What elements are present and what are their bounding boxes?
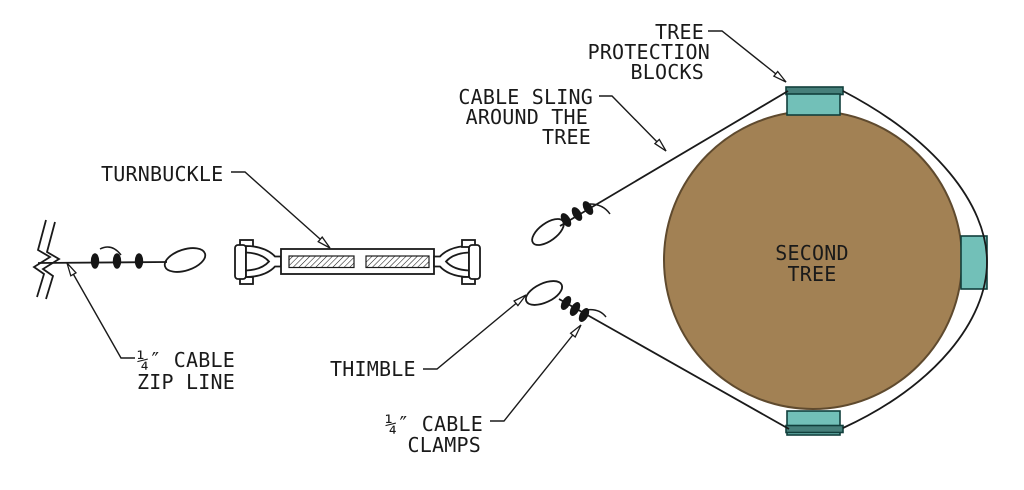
label-cable-clamps-line-1: ¼″ CABLE — [385, 412, 483, 436]
label-cable-sling-line-1: CABLE SLING — [458, 85, 593, 109]
cable-break-symbol-2 — [41, 221, 61, 300]
label-cable-sling-line-2: AROUND THE — [466, 105, 588, 129]
label-tree-protection-blocks-line-3: BLOCKS — [631, 60, 704, 84]
zip-line-clamp-2 — [112, 253, 122, 269]
label-second-tree-line-2: TREE — [788, 262, 837, 286]
cable-break-symbol-1 — [32, 219, 52, 298]
arrowhead-thimble — [513, 294, 527, 307]
lower-thimble-loop — [524, 280, 564, 306]
cable-sling-group — [558, 90, 988, 430]
protection-block-top — [786, 93, 841, 116]
zip-line-clamp-3 — [134, 253, 144, 269]
label-turnbuckle: TURNBUCKLE — [101, 162, 223, 186]
leader-turnbuckle — [231, 171, 330, 248]
zip-line-cable — [37, 261, 168, 264]
sling-lower-leg — [558, 298, 790, 430]
turnbuckle-group — [234, 239, 481, 285]
sling-upper-leg — [559, 90, 789, 227]
turnbuckle-left-pin — [234, 244, 247, 280]
lower-cable-clamp-1 — [560, 296, 572, 310]
upper-cable-clamp-1 — [560, 213, 572, 227]
label-cable-sling-line-3: TREE — [542, 125, 591, 149]
leader-thimble — [423, 295, 526, 370]
turnbuckle-right-jaw-notch — [444, 251, 470, 272]
zip-line-clamp-1 — [90, 253, 100, 269]
zip-line-group — [32, 219, 207, 300]
upper-cable-clamp-2 — [571, 207, 583, 221]
label-second-tree-line-1: SECOND — [775, 241, 848, 265]
label-zip-line-line-2: ZIP LINE — [137, 370, 235, 394]
label-tree-protection-blocks-line-2: PROTECTION — [588, 40, 710, 64]
labels-group: TREE PROTECTION BLOCKS CABLE SLING AROUN… — [101, 20, 849, 457]
arrowhead-zip-line — [66, 262, 78, 277]
protection-block-right — [960, 235, 988, 290]
arrowhead-turnbuckle — [317, 236, 331, 249]
lower-cable-clamp-3 — [578, 308, 590, 322]
leader-cable-clamps — [490, 325, 581, 422]
leader-cable-sling — [599, 95, 667, 152]
label-zip-line-line-1: ¼″ CABLE — [137, 348, 235, 372]
lower-sling-eye-group — [524, 280, 607, 322]
protection-block-bottom-strip — [785, 424, 844, 434]
leader-lines-group — [66, 30, 787, 422]
zip-line-thimble-loop — [163, 247, 207, 273]
turnbuckle-threaded-rod-right — [365, 255, 430, 269]
turnbuckle-right-pin — [468, 244, 481, 280]
label-thimble: THIMBLE — [330, 357, 416, 381]
label-tree-protection-blocks-line-1: TREE — [655, 20, 704, 44]
upper-sling-eye-group — [531, 201, 611, 246]
leader-tree-protection-blocks — [708, 30, 787, 83]
upper-cable-clamp-3 — [582, 201, 594, 215]
turnbuckle-threaded-rod-left — [288, 255, 355, 269]
upper-cable-tail — [589, 203, 611, 215]
arrowhead-cable-sling — [653, 138, 667, 152]
arrowhead-cable-clamps — [569, 324, 582, 339]
label-cable-clamps-line-2: CLAMPS — [408, 433, 481, 457]
zip-line-cable-tail — [99, 246, 122, 256]
turnbuckle-left-jaw-notch — [245, 251, 271, 272]
leader-zip-line — [66, 262, 135, 359]
arrowhead-tree-protection-blocks — [772, 70, 787, 83]
lower-cable-clamp-2 — [569, 302, 581, 316]
sling-around-tree-curve — [842, 90, 988, 429]
